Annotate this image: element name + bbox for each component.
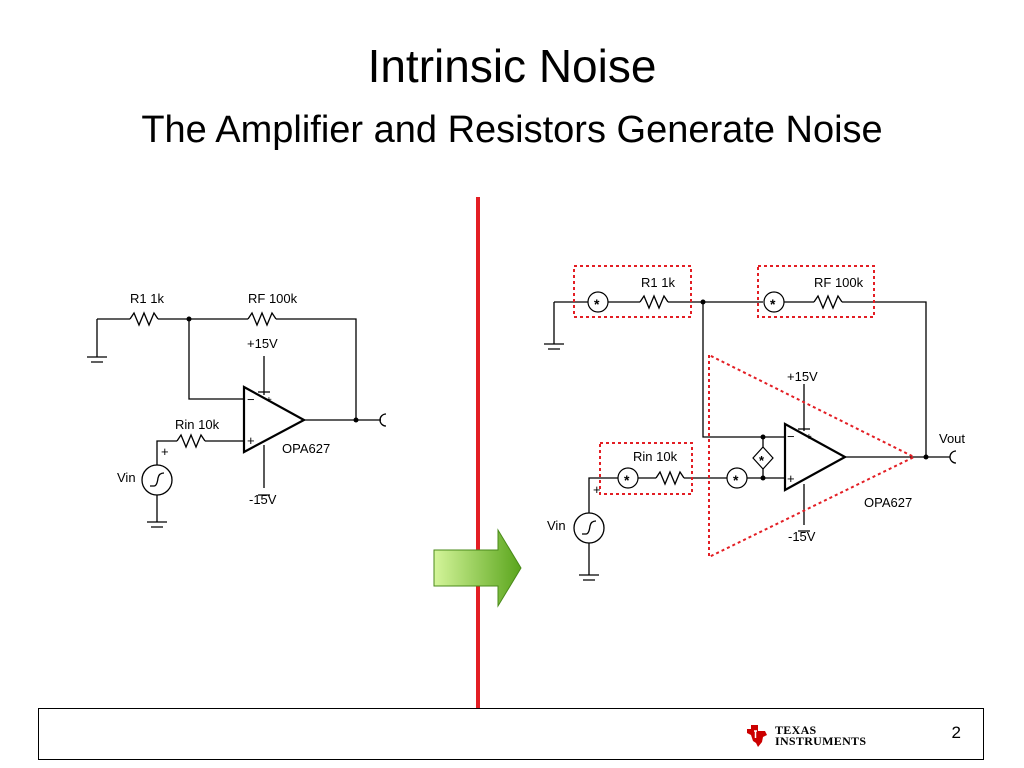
left-rf-label: RF 100k (248, 291, 298, 306)
rin-noise-source (617, 467, 639, 489)
right-vin-source (573, 512, 605, 544)
left-vin-label: Vin (117, 470, 136, 485)
right-vin-label: Vin (547, 518, 566, 533)
right-r1-label: R1 1k (641, 275, 675, 290)
left-circuit (87, 311, 387, 528)
right-noninv-sign: + (787, 471, 795, 486)
rin-resistor (176, 433, 206, 449)
page-subtitle: The Amplifier and Resistors Generate Noi… (141, 109, 883, 151)
current-noise-symbol: * (759, 453, 765, 468)
ti-state-icon (747, 725, 767, 747)
right-vminus-label: -15V (788, 529, 816, 544)
page-number: 2 (951, 723, 961, 742)
left-noninv-sign: + (247, 433, 255, 448)
left-vminus-label: -15V (249, 492, 277, 507)
rf-resistor (247, 311, 277, 327)
rinn-resistor (655, 470, 685, 486)
left-rin-label: Rin 10k (175, 417, 220, 432)
rf-noise-box (757, 265, 875, 318)
current-noise-source (752, 446, 774, 470)
r1-resistor (129, 311, 159, 327)
rin-noise-box (599, 442, 693, 495)
footer-bar: Texas Instruments 2 (38, 708, 984, 760)
left-opamp-label: OPA627 (282, 441, 330, 456)
left-vplus-label: +15V (247, 336, 278, 351)
ti-logo-line1: Texas (775, 723, 817, 737)
left-vin-source (141, 464, 173, 496)
rf-noise-source (763, 291, 785, 313)
left-inv-sign: − (247, 392, 255, 407)
page-title: Intrinsic Noise (367, 40, 657, 92)
right-opamp-label: OPA627 (864, 495, 912, 510)
right-source-plus: + (593, 482, 601, 497)
transition-arrow (433, 528, 522, 608)
rfn-resistor (813, 294, 843, 310)
rf-noise-symbol: * (770, 296, 776, 312)
right-vout-label: Vout (939, 431, 965, 446)
left-vplus-pin-sign: + (266, 395, 272, 406)
right-opamp (783, 422, 848, 492)
right-circuit (544, 265, 957, 581)
right-vplus-pin-sign: + (806, 432, 812, 443)
r1n-resistor (639, 294, 669, 310)
ti-logo: Texas Instruments (745, 722, 866, 750)
right-vplus-label: +15V (787, 369, 818, 384)
right-rin-label: Rin 10k (633, 449, 678, 464)
r1-noise-source (587, 291, 609, 313)
right-inv-sign: − (787, 429, 795, 444)
ti-logo-line2: Instruments (775, 734, 867, 748)
left-r1-label: R1 1k (130, 291, 164, 306)
opamp-voltage-noise-source (726, 467, 748, 489)
left-opamp (242, 385, 307, 454)
opamp-noise-symbol: * (733, 472, 739, 488)
r1-noise-symbol: * (594, 296, 600, 312)
right-rf-label: RF 100k (814, 275, 864, 290)
rin-noise-symbol: * (624, 472, 630, 488)
left-source-plus: + (161, 444, 169, 459)
